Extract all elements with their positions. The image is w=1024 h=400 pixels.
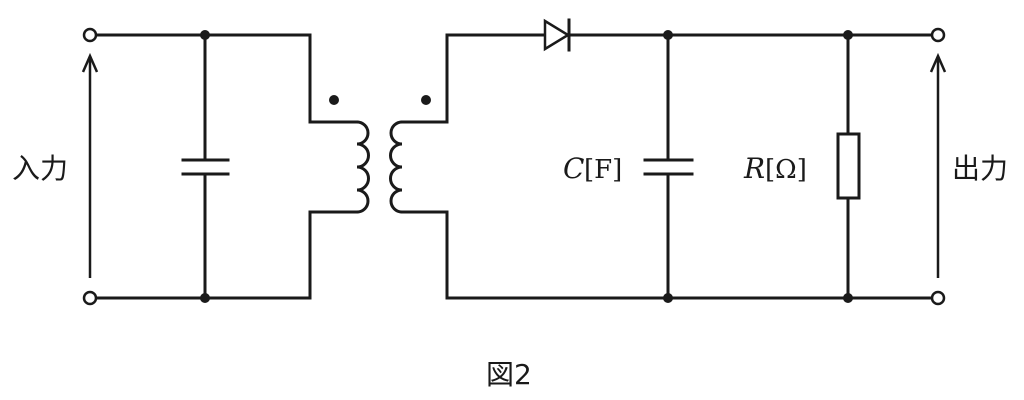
input-arrow [81,52,99,278]
junction-dot [663,30,673,40]
figure-caption: 図2 [486,358,532,391]
capacitor-unit: [F] [584,155,622,185]
junction-dot [843,293,853,303]
transformer-primary-coil [355,120,370,214]
input-terminal-top [82,27,98,43]
input-label: 入力 [12,152,68,185]
junction-dot [843,30,853,40]
output-capacitor [643,33,694,300]
output-terminal-top [930,27,946,43]
diode [543,18,571,52]
input-terminal-bottom [82,290,98,306]
load-resistor [836,33,861,300]
output-terminal-bottom [930,290,946,306]
input-wiring [93,33,359,300]
output-label: 出力 [952,152,1008,185]
junction-dot [663,293,673,303]
junction-dot [200,30,210,40]
polarity-dot-secondary [421,95,431,105]
transformer-secondary-coil [389,120,404,214]
resistor-symbol: R [743,152,765,185]
capacitor-symbol: C [563,152,584,185]
resistor-unit: [Ω] [765,155,807,185]
output-arrow [929,52,947,278]
input-capacitor [181,33,230,300]
junction-dot [200,293,210,303]
polarity-dot-primary [329,95,339,105]
